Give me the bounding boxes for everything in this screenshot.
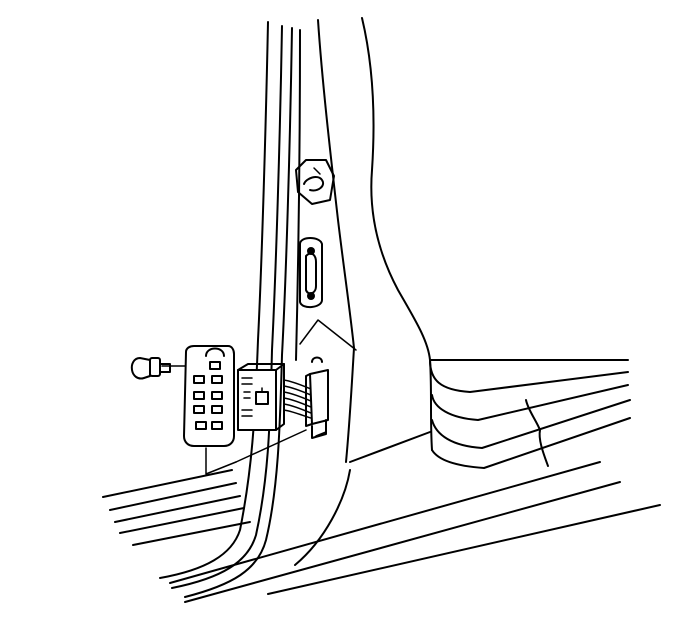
connector-bracket-icon (183, 345, 235, 447)
quarter-panel (429, 359, 631, 469)
wiring-harness-connector-icon (237, 363, 285, 431)
door-striker-hook-icon (295, 159, 335, 205)
pillar-connector-plate (305, 356, 329, 439)
fastener-push-pin-icon (130, 357, 171, 380)
door-sill (102, 431, 661, 603)
door-check-link-opening-icon (299, 237, 323, 308)
pillar-outline (159, 17, 433, 598)
